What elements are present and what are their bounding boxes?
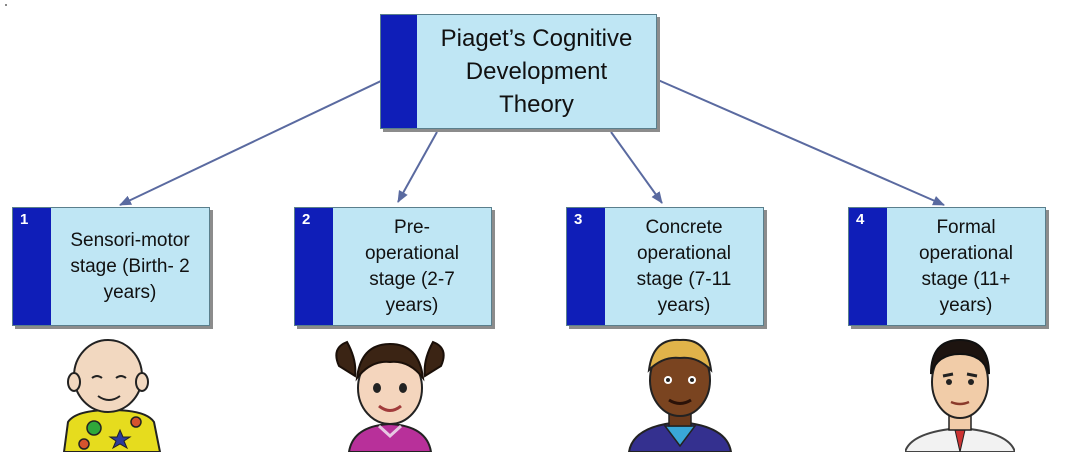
root-node: Piaget’s Cognitive Development Theory — [380, 14, 657, 129]
root-title: Piaget’s Cognitive Development Theory — [417, 15, 656, 128]
stage-label-line: stage (Birth- 2 — [70, 255, 190, 277]
stage-label: Sensori-motor stage (Birth- 2 years) — [51, 208, 209, 325]
stray-dot — [5, 4, 7, 6]
stage-label-line: operational — [364, 242, 460, 264]
stage-label-line: Formal — [936, 216, 996, 238]
stage-node-sensori-motor: 1 Sensori-motor stage (Birth- 2 years) — [12, 207, 210, 326]
stage-number: 4 — [856, 211, 865, 228]
root-title-line: Development — [465, 58, 608, 85]
stage-label-line: Concrete — [645, 216, 723, 238]
girl-figure — [335, 330, 445, 452]
stage-node-concrete-operational: 3 Concrete operational stage (7-11 years… — [566, 207, 764, 326]
stage-label-line: stage (11+ — [921, 268, 1011, 290]
root-title-line: Theory — [499, 91, 574, 118]
stage-label-line: stage (2-7 — [369, 268, 455, 290]
man-figure — [905, 330, 1015, 452]
stage-label-line: years) — [103, 281, 157, 303]
stage-label-line: years) — [657, 294, 711, 316]
stage-label-line: operational — [636, 242, 731, 264]
stage-number: 3 — [574, 211, 583, 228]
stage-label: Formal operational stage (11+ years) — [887, 208, 1045, 325]
stage-label-line: Pre- — [394, 216, 430, 238]
stage-accent-bar — [849, 208, 887, 325]
stage-label-line: years) — [939, 294, 993, 316]
stage-label-line: operational — [918, 242, 1014, 264]
root-accent-bar — [381, 15, 417, 128]
stage-number: 1 — [20, 211, 29, 228]
stage-accent-bar — [13, 208, 51, 325]
stage-node-formal-operational: 4 Formal operational stage (11+ years) — [848, 207, 1046, 326]
stage-accent-bar — [567, 208, 605, 325]
stage-accent-bar — [295, 208, 333, 325]
connector-stage-2 — [397, 131, 438, 203]
stage-label-line: years) — [385, 294, 439, 316]
stage-label: Concrete operational stage (7-11 years) — [605, 208, 763, 325]
baby-figure — [56, 330, 166, 452]
stage-node-pre-operational: 2 Pre- operational stage (2-7 years) — [294, 207, 492, 326]
stage-label: Pre- operational stage (2-7 years) — [333, 208, 491, 325]
connector-stage-3 — [610, 131, 663, 204]
stage-number: 2 — [302, 211, 311, 228]
boy-figure — [625, 330, 735, 452]
stage-label-line: stage (7-11 — [636, 268, 732, 290]
connector-stage-1 — [119, 79, 384, 206]
stage-label-line: Sensori-motor — [70, 229, 190, 251]
root-title-line: Piaget’s Cognitive — [440, 25, 633, 52]
connector-stage-4 — [657, 79, 945, 206]
